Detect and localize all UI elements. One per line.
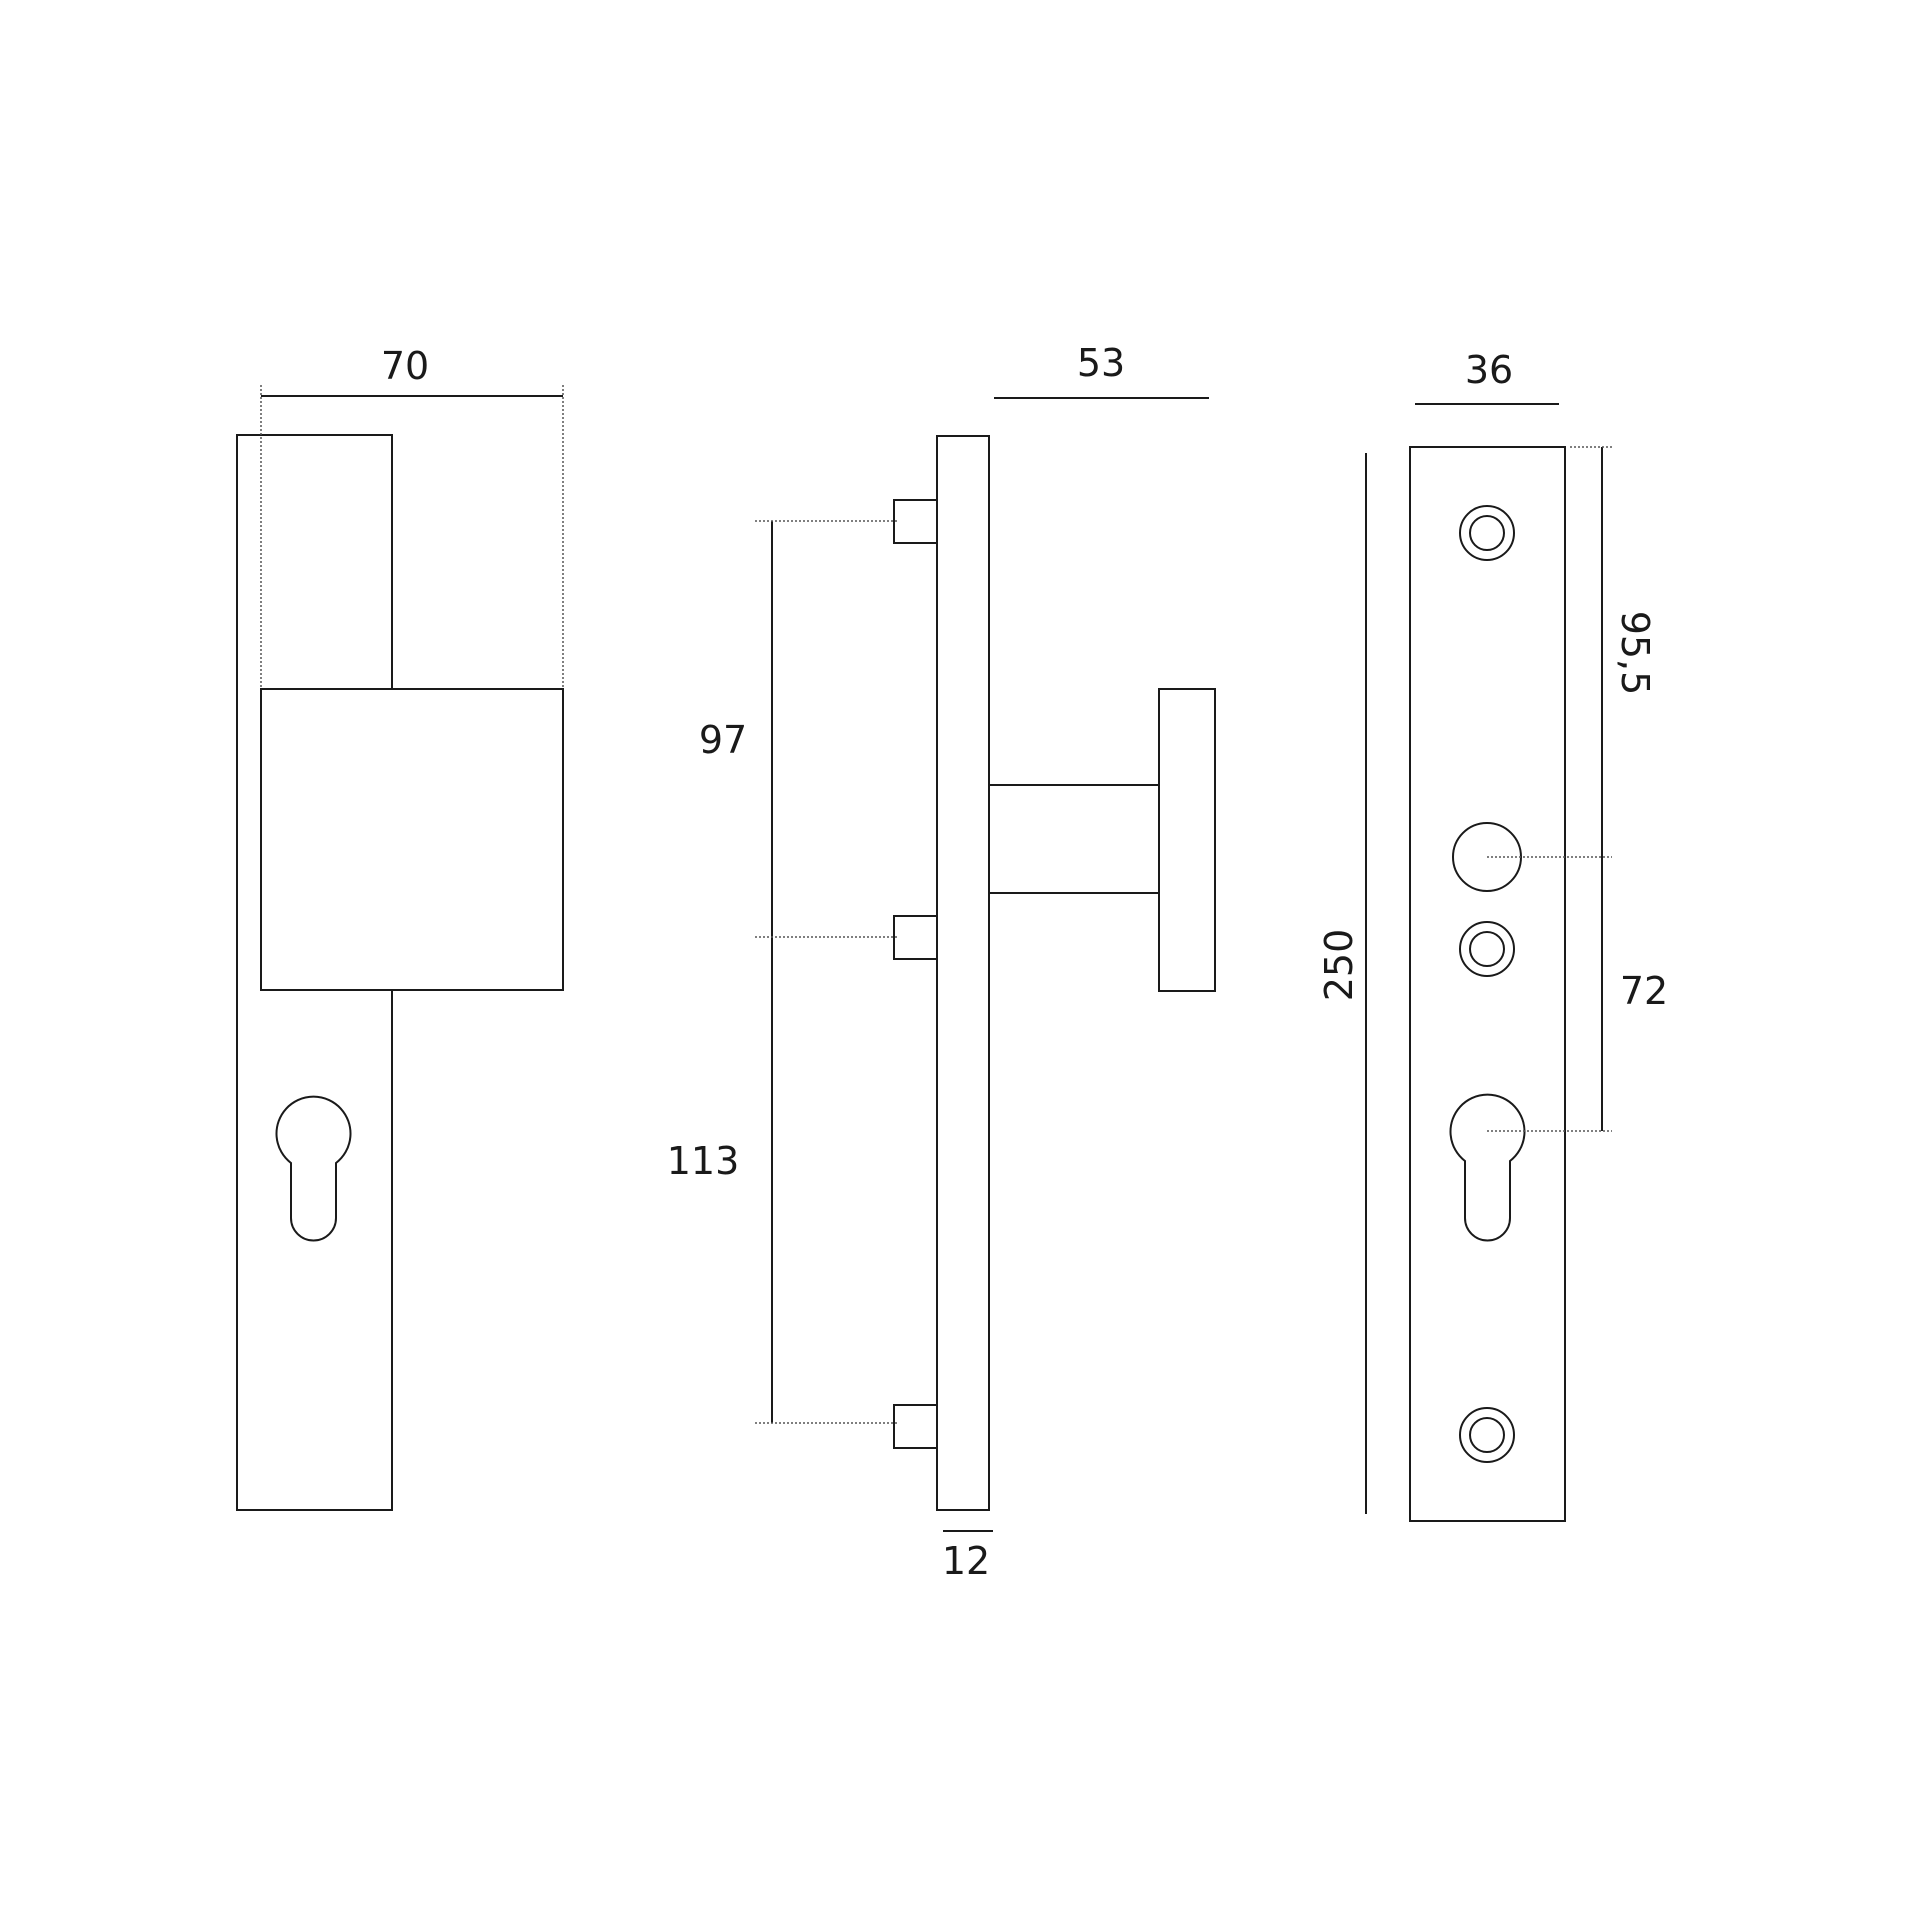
- side-knob-head: [1158, 688, 1216, 992]
- rear-screw-hole-middle: [1459, 921, 1515, 977]
- front-knob-square: [260, 688, 564, 991]
- side-upper-spacing-label: 97: [699, 718, 747, 762]
- rear-view: 36 250 95,5 72: [1317, 348, 1668, 1522]
- side-lower-spacing-label: 113: [667, 1139, 740, 1183]
- rear-keyhole: [1449, 1093, 1526, 1242]
- side-pin-top: [893, 499, 938, 544]
- side-depth-label: 53: [1077, 341, 1125, 385]
- front-view: 70: [236, 344, 564, 1511]
- side-plate: [936, 435, 990, 1511]
- rear-handle-to-top-label: 95,5: [1613, 611, 1657, 696]
- rear-plate: [1409, 446, 1566, 1522]
- rear-screw-hole-bottom: [1459, 1407, 1515, 1463]
- side-pin-middle: [893, 915, 938, 960]
- side-pin-bottom: [893, 1404, 938, 1449]
- side-thickness-label: 12: [942, 1539, 990, 1583]
- side-knob-neck: [988, 784, 1160, 894]
- rear-handle-to-cylinder-label: 72: [1620, 969, 1668, 1013]
- rear-length-label: 250: [1317, 929, 1361, 1002]
- rear-width-label: 36: [1465, 348, 1513, 392]
- front-width-label: 70: [381, 344, 429, 388]
- side-view: 53 12 97 113: [667, 341, 1216, 1583]
- front-keyhole: [275, 1095, 352, 1242]
- rear-screw-hole-top: [1459, 505, 1515, 561]
